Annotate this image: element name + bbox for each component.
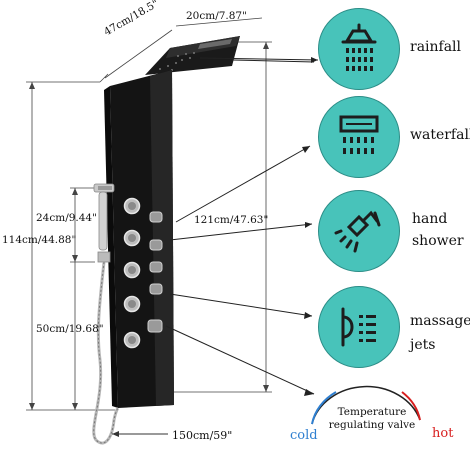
top-depth-label: 20cm/7.87" [186, 10, 247, 22]
jets-height-label: 50cm/19.68" [36, 323, 104, 335]
temperature-line2: regulating valve [328, 419, 416, 431]
handheld-height-label: 24cm/9.44" [36, 212, 97, 224]
hand-shower-icon [334, 210, 381, 253]
hand-shower-label-2: shower [412, 233, 464, 249]
massage-jets-circle [318, 286, 400, 368]
massage-jets-icon [341, 307, 376, 347]
rainfall-icon [341, 23, 377, 71]
waterfall-icon [339, 115, 379, 154]
temperature-label: Temperature regulating valve [318, 406, 426, 432]
rainfall-circle [318, 8, 400, 90]
hot-label: hot [432, 426, 454, 441]
cold-label: cold [290, 428, 318, 443]
rainfall-label: rainfall [410, 39, 462, 55]
waterfall-label: waterfall [410, 127, 470, 143]
temperature-line1: Temperature [337, 406, 407, 418]
total-height-label: 114cm/44.88" [2, 234, 77, 246]
massage-jets-label-1: massage [410, 313, 470, 329]
hand-shower-label-1: hand [412, 211, 448, 227]
hand-shower-circle [318, 190, 400, 272]
panel-height-label: 121cm/47.63" [194, 214, 269, 226]
waterfall-circle [318, 96, 400, 178]
hose-length-label: 150cm/59" [172, 429, 233, 442]
massage-jets-label-2: jets [410, 337, 436, 353]
